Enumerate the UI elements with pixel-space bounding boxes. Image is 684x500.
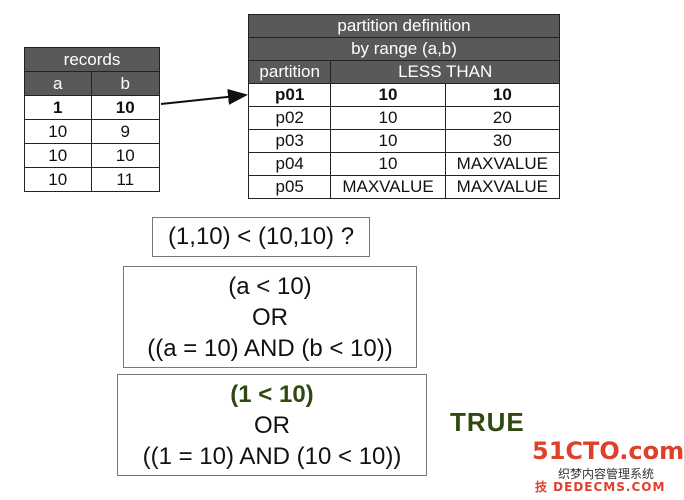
partition-row: p01 10 10	[247, 83, 561, 107]
partition-col-less-than: LESS THAN	[330, 60, 560, 84]
partition-row: p04 10 MAXVALUE	[247, 152, 561, 176]
partition-title: partition definition	[248, 14, 560, 38]
evaluation-line-3: ((1 = 10) AND (10 < 10))	[142, 443, 402, 470]
records-cell: 10	[24, 143, 92, 168]
partition-cell: 10	[330, 152, 446, 176]
partition-cell: 10	[444, 83, 561, 107]
partition-subtitle: by range (a,b)	[248, 37, 560, 61]
evaluation-line-1: (1 < 10)	[230, 381, 314, 408]
records-cell: 10	[90, 95, 160, 120]
watermark-logo: 51CTO.com	[532, 437, 684, 465]
comparison-text: (1,10) < (10,10) ?	[167, 223, 355, 250]
expression-box: (a < 10) OR ((a = 10) AND (b < 10))	[123, 266, 417, 368]
records-col-b: b	[90, 71, 160, 96]
records-cell: 10	[24, 167, 92, 192]
partition-cell: p03	[247, 129, 332, 153]
records-row: 10 11	[24, 167, 160, 192]
records-table: records a b 1 10 10 9 10 10 10 11	[24, 47, 160, 192]
partition-cell: p05	[247, 175, 332, 199]
expression-line-2: OR	[252, 304, 288, 331]
partition-row: p05 MAXVALUE MAXVALUE	[247, 175, 561, 199]
records-row: 10 10	[24, 143, 160, 168]
mapping-arrow	[160, 88, 248, 105]
partition-cell: MAXVALUE	[444, 152, 561, 176]
partition-cell: MAXVALUE	[330, 175, 446, 199]
partition-cell: 10	[330, 83, 446, 107]
watermark-url: 技 DEDECMS.COM	[535, 480, 666, 494]
records-cell: 1	[24, 95, 92, 120]
partition-table: partition definition by range (a,b) part…	[247, 14, 561, 199]
partition-cell: 10	[330, 129, 446, 153]
expression-line-1: (a < 10)	[228, 273, 312, 300]
records-title: records	[24, 47, 160, 72]
partition-cell: MAXVALUE	[444, 175, 561, 199]
comparison-box: (1,10) < (10,10) ?	[152, 217, 370, 257]
records-row: 1 10	[24, 95, 160, 120]
partition-cell: p01	[247, 83, 332, 107]
partition-cell: 20	[444, 106, 561, 130]
expression-line-3: ((a = 10) AND (b < 10))	[147, 335, 393, 362]
partition-cell: p04	[247, 152, 332, 176]
evaluation-line-2: OR	[254, 412, 290, 439]
partition-col-partition: partition	[247, 60, 332, 84]
records-cell: 10	[24, 119, 92, 144]
partition-cell: 30	[444, 129, 561, 153]
evaluation-box: (1 < 10) OR ((1 = 10) AND (10 < 10))	[117, 374, 427, 476]
partition-row: p02 10 20	[247, 106, 561, 130]
partition-row: p03 10 30	[247, 129, 561, 153]
result-label: TRUE	[450, 407, 525, 437]
records-cell: 11	[90, 167, 160, 192]
records-cell: 10	[90, 143, 160, 168]
records-row: 10 9	[24, 119, 160, 144]
records-cell: 9	[90, 119, 160, 144]
partition-cell: 10	[330, 106, 446, 130]
watermark-subtitle: 织梦内容管理系统	[558, 467, 655, 481]
partition-cell: p02	[247, 106, 332, 130]
